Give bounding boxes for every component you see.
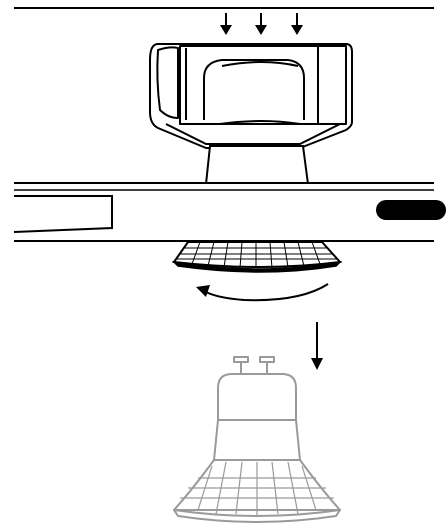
fixture-housing xyxy=(150,44,352,148)
trim-lens xyxy=(174,242,340,272)
down-arrow-icon xyxy=(255,13,267,35)
down-arrow-icon xyxy=(291,13,303,35)
pull-down-arrow-icon xyxy=(311,322,323,370)
gu10-bulb xyxy=(174,357,340,522)
ceiling-panel xyxy=(14,183,446,241)
push-arrows xyxy=(220,13,303,35)
rotate-arrow-icon xyxy=(196,284,328,300)
down-arrow-icon xyxy=(220,13,232,35)
socket-neck xyxy=(206,146,308,184)
bulb-pins xyxy=(234,357,274,374)
ceiling-slot xyxy=(376,200,446,220)
